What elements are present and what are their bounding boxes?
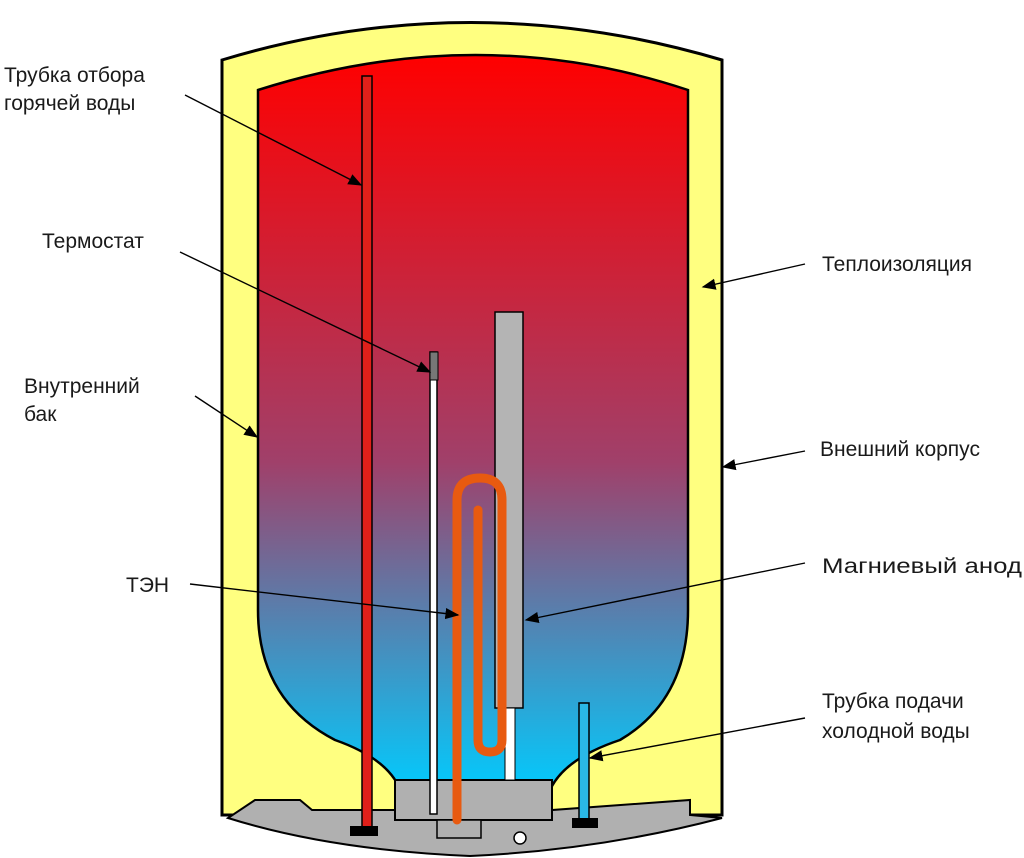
label-insulation: Теплоизоляция <box>822 253 972 276</box>
leader-heater <box>189 583 460 620</box>
hot-pipe-nut <box>350 826 378 836</box>
label-inner-tank: Внутренний бак <box>24 375 146 426</box>
heating-element <box>452 473 507 825</box>
hot-water-pipe <box>361 75 373 829</box>
cold-pipe-nut <box>572 818 598 828</box>
base-block <box>394 779 553 821</box>
drain-hole <box>513 831 527 845</box>
label-outer-casing: Внешний корпус <box>820 438 980 461</box>
thermostat-tube <box>429 351 438 815</box>
label-anode: Магниевый анод <box>822 555 1022 578</box>
leader-thermostat <box>179 251 432 373</box>
thermostat-sensor <box>429 351 439 381</box>
label-cold-pipe: Трубка подачи холодной воды <box>822 690 970 743</box>
label-thermostat: Термостат <box>42 230 144 253</box>
label-hot-pipe: Трубка отбора горячей воды <box>4 64 151 115</box>
leader-inner-tank <box>194 395 259 438</box>
cold-water-pipe <box>578 702 590 821</box>
leader-cold-pipe <box>588 717 806 762</box>
leader-hot-pipe <box>184 94 363 186</box>
label-heater: ТЭН <box>126 574 169 597</box>
leader-outer-casing <box>721 450 806 471</box>
leader-anode <box>524 562 806 623</box>
leader-insulation <box>701 263 806 290</box>
